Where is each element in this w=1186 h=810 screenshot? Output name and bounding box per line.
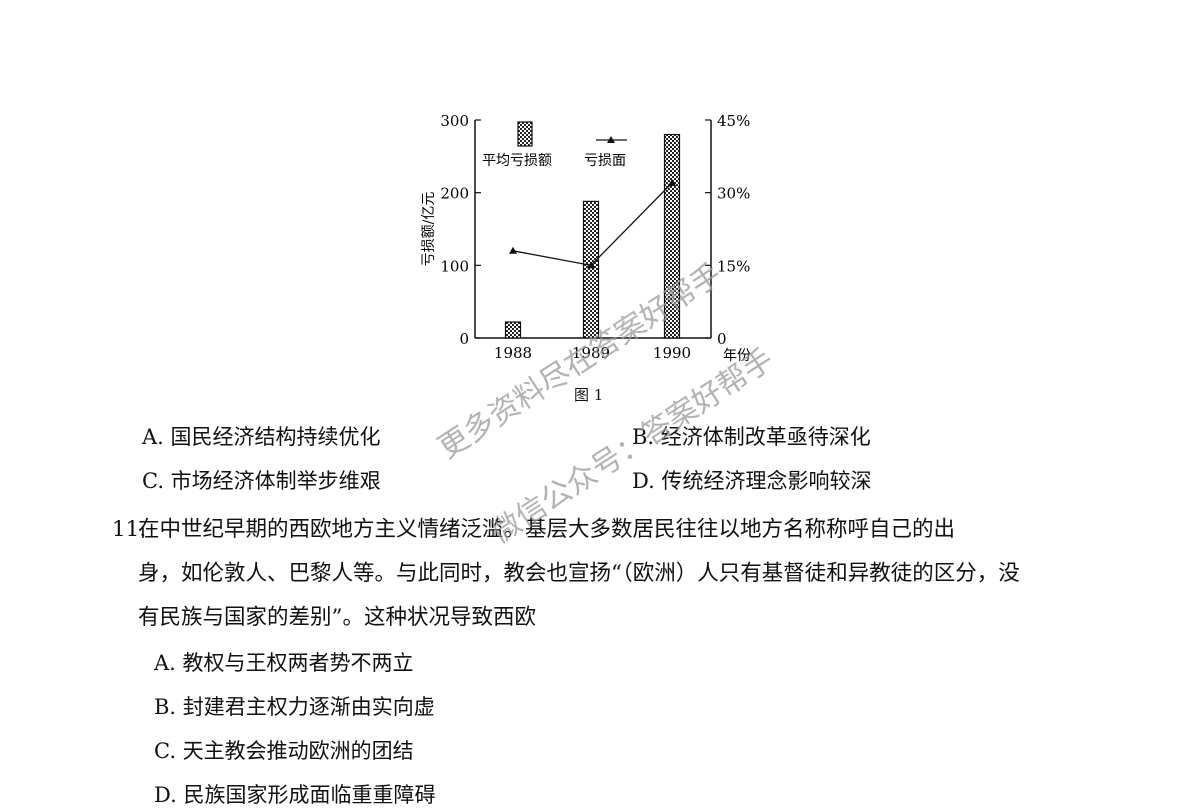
point-1989	[587, 261, 595, 269]
y-axis-label: 亏损额/亿元	[421, 192, 437, 267]
chart-legend: 平均亏损额 亏损面	[482, 121, 627, 169]
legend-line-marker	[607, 136, 615, 143]
x-axis-label: 年份	[723, 348, 751, 364]
stem-line-1: 在中世纪早期的西欧地方主义情绪泛滥。基层大多数居民往往以地方名称称呼自己的出	[138, 517, 956, 542]
left-tick-label: 100	[440, 257, 469, 275]
q10-option-c[interactable]: C. 市场经济体制举步维艰	[142, 469, 381, 493]
legend-bar-label: 平均亏损额	[482, 153, 552, 169]
q10-option-d[interactable]: D. 传统经济理念影响较深	[632, 469, 872, 493]
figure-caption: 图 1	[574, 386, 604, 404]
legend-bar-swatch	[517, 121, 533, 147]
question-number: 11.	[112, 517, 147, 542]
right-tick-label: 30%	[717, 185, 750, 203]
stem-line-3: 有民族与国家的差别”。这种状况导致西欧	[138, 605, 536, 630]
loss-chart: 0 100 200 300 0 15% 30% 45% 1988 1989 1990 年份 亏损额/亿元…	[421, 112, 751, 364]
q10-option-b[interactable]: B. 经济体制改革亟待深化	[632, 425, 871, 449]
stem-line-2: 身，如伦敦人、巴黎人等。与此同时，教会也宣扬“（欧洲）人只有基督徒和异教徒的区分…	[138, 561, 1020, 586]
line-series	[509, 178, 676, 269]
point-1988	[509, 246, 517, 254]
left-tick-label: 0	[459, 330, 469, 348]
right-tick-label: 15%	[717, 257, 750, 275]
left-tick-label: 300	[440, 112, 469, 130]
point-1990	[668, 178, 676, 186]
x-tick-label: 1989	[572, 344, 610, 362]
left-tick-label: 200	[440, 185, 469, 203]
q11-option-a[interactable]: A. 教权与王权两者势不两立	[154, 651, 414, 675]
bar-series	[504, 133, 681, 339]
x-tick-label: 1988	[494, 344, 532, 362]
bar-1990	[663, 133, 681, 339]
q11-option-c[interactable]: C. 天主教会推动欧洲的团结	[154, 739, 414, 763]
legend-line-label: 亏损面	[584, 153, 626, 169]
bar-1989	[582, 200, 600, 339]
right-tick-label: 45%	[717, 112, 750, 130]
q10-option-a[interactable]: A. 国民经济结构持续优化	[142, 425, 381, 449]
q11-option-b[interactable]: B. 封建君主权力逐渐由实向虚	[154, 695, 435, 719]
x-tick-label: 1990	[653, 344, 691, 362]
right-tick-label: 0	[717, 330, 727, 348]
bar-1988	[504, 321, 522, 339]
q11-option-d[interactable]: D. 民族国家形成面临重重障碍	[154, 783, 436, 807]
tick-labels: 0 100 200 300 0 15% 30% 45% 1988 1989 1990 年份 亏损额/亿元	[421, 112, 751, 364]
